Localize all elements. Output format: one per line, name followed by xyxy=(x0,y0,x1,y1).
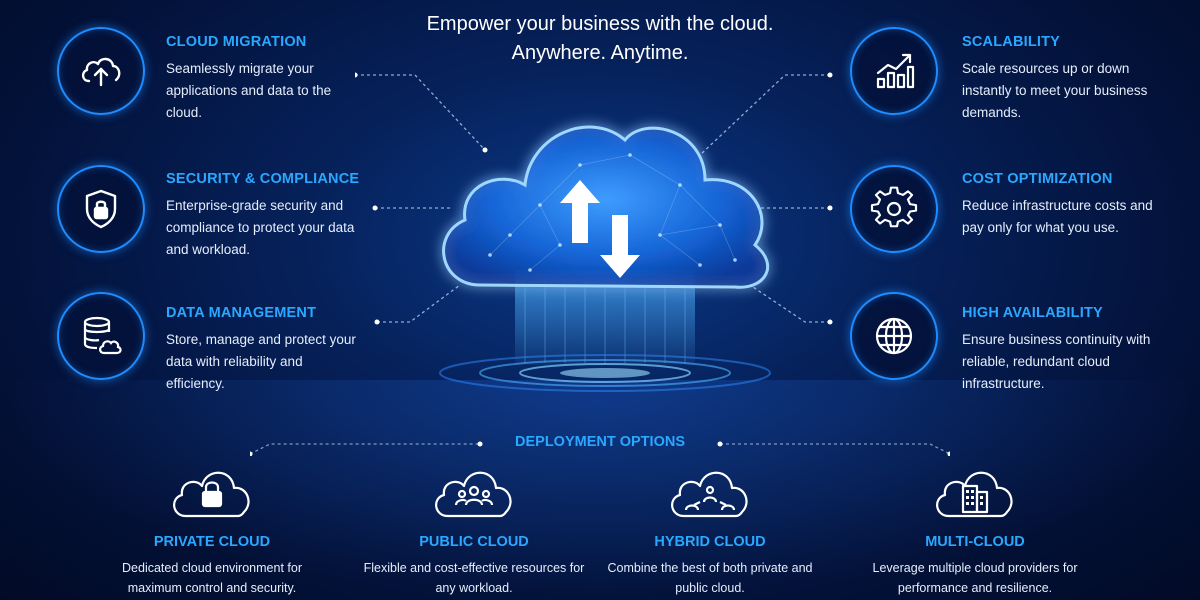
headline-line-2: Anywhere. Anytime. xyxy=(511,42,689,64)
feature-high-availability: HIGH AVAILABILITY Ensure business contin… xyxy=(962,305,1162,395)
feature-title: HIGH AVAILABILITY xyxy=(962,305,1103,321)
left-connectors xyxy=(355,72,488,325)
database-cloud-icon xyxy=(57,292,145,380)
deployment-title: PUBLIC CLOUD xyxy=(419,534,529,550)
deployment-description: Dedicated cloud environment for maximum … xyxy=(122,561,302,595)
deployment-description: Flexible and cost-effective resources fo… xyxy=(363,561,585,595)
feature-title: CLOUD MIGRATION xyxy=(166,34,307,50)
feature-description: Ensure business continuity with reliable… xyxy=(962,332,1151,391)
growth-chart-icon xyxy=(850,27,938,115)
gear-icon xyxy=(850,165,938,253)
feature-description: Reduce infrastructure costs and pay only… xyxy=(962,198,1153,235)
headline-line-1: Empower your business with the cloud. xyxy=(426,13,774,35)
deployment-multi-cloud: MULTI-CLOUD Leverage multiple cloud prov… xyxy=(855,460,1095,598)
feature-description: Scale resources up or down instantly to … xyxy=(962,61,1148,120)
feature-description: Seamlessly migrate your applications and… xyxy=(166,61,332,120)
world-map-glow xyxy=(0,380,1200,600)
deployment-title: MULTI-CLOUD xyxy=(925,534,1025,550)
feature-data-management: DATA MANAGEMENT Store, manage and protec… xyxy=(166,305,366,395)
feature-title: DATA MANAGEMENT xyxy=(166,305,317,321)
feature-title: COST OPTIMIZATION xyxy=(962,171,1113,187)
deployment-description: Leverage multiple cloud providers for pe… xyxy=(872,561,1078,595)
central-cloud-graphic xyxy=(439,125,771,392)
cloud-lock-icon xyxy=(173,471,250,518)
cloud-upload-icon xyxy=(57,27,145,115)
deployment-connector xyxy=(250,441,950,456)
deployment-description: Combine the best of both private and pub… xyxy=(607,561,813,595)
feature-description: Store, manage and protect your data with… xyxy=(166,332,356,391)
feature-scalability: SCALABILITY Scale resources up or down i… xyxy=(962,34,1162,124)
feature-title: SCALABILITY xyxy=(962,34,1061,50)
deployment-private-cloud: PRIVATE CLOUD Dedicated cloud environmen… xyxy=(92,460,332,598)
deployment-title: HYBRID CLOUD xyxy=(654,534,766,550)
right-connectors xyxy=(699,72,833,325)
cloud-users-icon xyxy=(435,471,512,518)
headline: Empower your business with the cloud. An… xyxy=(360,10,840,68)
feature-cloud-migration: CLOUD MIGRATION Seamlessly migrate your … xyxy=(166,34,366,124)
cloud-building-icon xyxy=(936,471,1013,518)
feature-title: SECURITY & COMPLIANCE xyxy=(166,171,360,187)
sync-arrows-icon xyxy=(560,180,640,278)
feature-security-compliance: SECURITY & COMPLIANCE Enterprise-grade s… xyxy=(166,171,366,261)
central-cloud xyxy=(420,95,790,395)
deployment-options-title: DEPLOYMENT OPTIONS xyxy=(515,434,685,450)
deployment-title: PRIVATE CLOUD xyxy=(153,534,271,550)
feature-description: Enterprise-grade security and compliance… xyxy=(166,198,355,257)
globe-icon xyxy=(850,292,938,380)
feature-cost-optimization: COST OPTIMIZATION Reduce infrastructure … xyxy=(962,171,1162,239)
shield-lock-icon xyxy=(57,165,145,253)
deployment-hybrid-cloud: HYBRID CLOUD Combine the best of both pr… xyxy=(590,460,830,598)
deployment-public-cloud: PUBLIC CLOUD Flexible and cost-effective… xyxy=(354,460,594,598)
cloud-network-icon xyxy=(671,471,748,518)
